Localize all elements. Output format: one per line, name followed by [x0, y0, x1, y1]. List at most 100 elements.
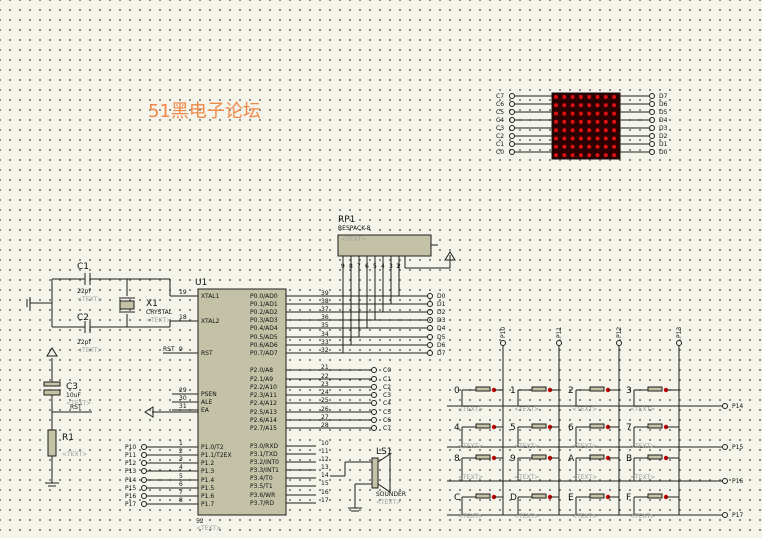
led-dot [612, 128, 617, 133]
chip-pin-number: 39 [321, 290, 329, 297]
keypad-key-body [531, 423, 547, 429]
speaker-ls1: LS1 SOUNDER <TEXT> [330, 447, 406, 512]
led-dot [595, 119, 600, 124]
chip-pin-number: 27 [321, 414, 329, 421]
matrix-row-terminal [509, 149, 515, 155]
keypad-key-8[interactable]: 8<TEXT> [454, 454, 503, 481]
oscillator-circuit: C1 C2 22pf <TEXT> 22pf <TEXT> X1 CRYSTAL… [26, 262, 198, 354]
keypad-key-e[interactable]: E<TEXT> [568, 493, 619, 520]
keypad-row-terminal [722, 478, 728, 484]
chip-pin-number: 37 [321, 306, 329, 313]
p2-net-terminal [371, 392, 377, 398]
keypad-key-text: <TEXT> [630, 513, 655, 520]
respack-text: <TEXT> [341, 236, 366, 243]
led-dot [603, 119, 608, 124]
matrix-row-terminal [509, 125, 515, 131]
p0-net-terminal [427, 317, 433, 323]
led-dot [603, 111, 608, 116]
keypad-key-9[interactable]: 9<TEXT> [510, 454, 559, 481]
keypad-key-text: <TEXT> [458, 513, 483, 520]
led-dot [570, 136, 575, 141]
speaker-part: SOUNDER [376, 491, 406, 498]
keypad-key-label: 2 [568, 386, 574, 396]
keypad-key-0[interactable]: 0<TEXT> [454, 386, 503, 413]
keypad-key-label: 4 [454, 423, 460, 433]
chip-pin-number: 9 [179, 346, 183, 353]
matrix-col-terminal [649, 109, 655, 115]
led-dot [554, 103, 558, 108]
matrix-col-label: D2 [659, 133, 668, 140]
led-dot [603, 136, 608, 141]
keypad-key-3[interactable]: 3<TEXT> [626, 386, 679, 413]
keypad-key-body [647, 454, 663, 460]
matrix-row-label: C4 [496, 117, 504, 124]
keypad-key-d[interactable]: D <TEXT> [510, 493, 559, 520]
led-dot [570, 119, 575, 124]
keypad-key-text: <TEXT> [514, 406, 539, 413]
keypad-key-5[interactable]: 5<TEXT> [510, 423, 559, 450]
led-dot [578, 111, 583, 116]
p1-net-terminal [141, 493, 147, 499]
led-dot [570, 128, 575, 133]
matrix-row-label: C7 [496, 93, 504, 100]
keypad-key-label: D [510, 493, 517, 503]
keypad-key-b[interactable]: B<TEXT> [626, 454, 679, 481]
chip-pin-name: ALE [201, 399, 212, 406]
p0-net-label: D0 [437, 293, 446, 300]
keypad-key-text: <TEXT> [514, 513, 539, 520]
chip-pin-number: 31 [179, 403, 187, 410]
keypad-key-f[interactable]: F<TEXT> [626, 493, 679, 520]
c3-value: 10uF [66, 392, 81, 399]
chip-pin-number: 12 [321, 456, 329, 463]
matrix-col-terminal [649, 149, 655, 155]
keypad-col-label: P12 [616, 327, 623, 338]
p0-net-label: D2 [437, 309, 446, 316]
keypad-key-text: <TEXT> [514, 443, 539, 450]
keypad-key-c[interactable]: C<TEXT> [454, 493, 503, 520]
speaker-ref: LS1 [376, 447, 392, 457]
chip-pin-name: P1.6 [201, 493, 214, 500]
chip-pin-number: 2 [179, 448, 183, 455]
keypad-key-label: 0 [454, 386, 460, 396]
keypad-key-label: 6 [568, 423, 574, 433]
mcu-u1: U1 52 <TEXT> RST 19XTAL118XTAL29RST29PSE… [125, 263, 446, 532]
matrix-row-terminal [509, 93, 515, 99]
p0-net-terminal [427, 334, 433, 340]
led-dot [595, 144, 600, 149]
chip-text: <TEXT> [196, 525, 221, 532]
led-dot [595, 136, 600, 141]
chip-pin-name: XTAL2 [201, 318, 220, 325]
led-dot [612, 95, 617, 99]
matrix-col-label: D5 [659, 109, 668, 116]
matrix-col-terminal [649, 93, 655, 99]
chip-pin-name: RST [201, 350, 213, 357]
matrix-row-label: C3 [496, 125, 504, 132]
keypad-key-2[interactable]: 2<TEXT> [568, 386, 619, 413]
keypad-key-a[interactable]: A<TEXT> [568, 454, 619, 481]
matrix-row-terminal [509, 141, 515, 147]
chip-pin-number: 22 [321, 373, 329, 380]
chip-pin-name: P0.0/AD0 [250, 293, 278, 300]
p1-net-terminal [141, 501, 147, 507]
keypad-key-text: <TEXT> [572, 474, 597, 481]
led-dot [595, 103, 600, 108]
keypad-col-label: P13 [676, 327, 683, 338]
chip-pin-number: 1 [179, 440, 183, 447]
chip-pin-name: EA [201, 407, 210, 414]
keypad-key-4[interactable]: 4<TEXT> [454, 423, 503, 450]
chip-pin-number: 35 [321, 322, 329, 329]
led-dot [562, 119, 567, 124]
chip-pin-number: 11 [321, 448, 329, 455]
matrix-row-label: C6 [496, 101, 504, 108]
c2-text: <TEXT> [77, 347, 102, 354]
keypad-key-text: <TEXT> [630, 474, 655, 481]
chip-pin-name: P1.0/T2 [201, 444, 224, 451]
chip-pin-number: 23 [321, 381, 329, 388]
respack-rp1: RP1 RESPACK-8 <TEXT> 987654321 [337, 215, 456, 270]
keypad-key-7[interactable]: 7<TEXT> [626, 423, 679, 450]
chip-part: 52 [196, 518, 204, 525]
keypad-key-6[interactable]: 6<TEXT> [568, 423, 619, 450]
keypad-key-1[interactable]: 1<TEXT> [510, 386, 559, 413]
keypad-key-label: 7 [626, 423, 632, 433]
